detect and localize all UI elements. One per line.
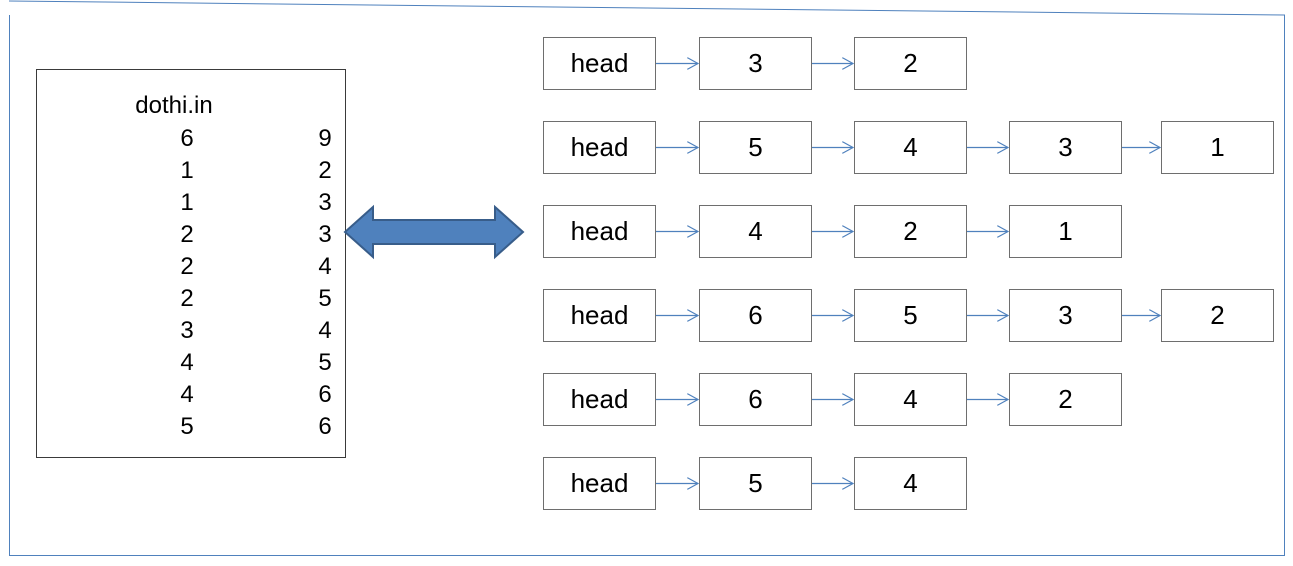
head-node: head [543, 457, 656, 510]
file-value-a: 2 [180, 253, 194, 280]
list-node: 2 [1161, 289, 1274, 342]
file-value-b: 2 [318, 157, 332, 184]
file-value-a: 1 [180, 189, 194, 216]
list-node: 1 [1009, 205, 1122, 258]
file-value-a: 2 [180, 221, 194, 248]
double-arrow-icon [343, 204, 525, 260]
list-node: 3 [699, 37, 812, 90]
file-name: dothi.in [135, 92, 213, 119]
file-value-b: 6 [318, 413, 332, 440]
list-node: 2 [854, 205, 967, 258]
list-node: 4 [854, 457, 967, 510]
file-value-b: 9 [318, 125, 332, 152]
file-value-b: 3 [318, 221, 332, 248]
list-node: 1 [1161, 121, 1274, 174]
frame-top-edge [9, 0, 1286, 16]
list-node: 5 [699, 457, 812, 510]
file-value-a: 4 [180, 349, 194, 376]
head-node: head [543, 121, 656, 174]
list-node: 4 [699, 205, 812, 258]
list-node: 2 [1009, 373, 1122, 426]
list-node: 3 [1009, 289, 1122, 342]
file-value-b: 5 [318, 349, 332, 376]
file-value-a: 6 [180, 125, 194, 152]
head-node: head [543, 205, 656, 258]
file-value-b: 6 [318, 381, 332, 408]
file-value-b: 3 [318, 189, 332, 216]
file-value-a: 3 [180, 317, 194, 344]
list-node: 6 [699, 373, 812, 426]
list-node: 3 [1009, 121, 1122, 174]
file-value-b: 4 [318, 253, 332, 280]
head-node: head [543, 289, 656, 342]
file-value-a: 5 [180, 413, 194, 440]
diagram-frame [9, 15, 1285, 556]
head-node: head [543, 373, 656, 426]
list-node: 4 [854, 121, 967, 174]
list-node: 5 [699, 121, 812, 174]
file-value-b: 5 [318, 285, 332, 312]
file-value-b: 4 [318, 317, 332, 344]
list-node: 5 [854, 289, 967, 342]
file-value-a: 2 [180, 285, 194, 312]
list-node: 2 [854, 37, 967, 90]
list-node: 6 [699, 289, 812, 342]
file-value-a: 1 [180, 157, 194, 184]
file-value-a: 4 [180, 381, 194, 408]
head-node: head [543, 37, 656, 90]
list-node: 4 [854, 373, 967, 426]
